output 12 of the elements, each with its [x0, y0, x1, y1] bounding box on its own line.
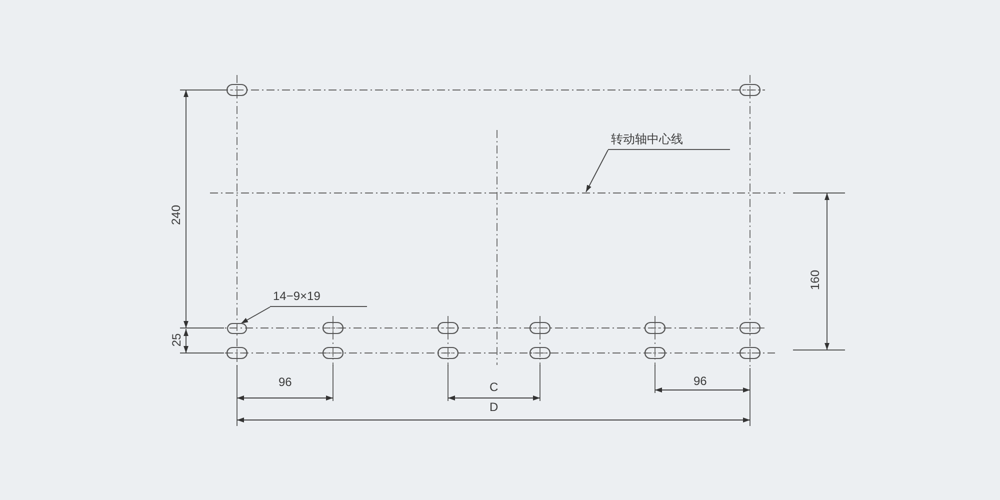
dimension-label: 96	[278, 375, 292, 389]
dimension-label: D	[490, 400, 498, 414]
dimension-label: 240	[169, 204, 184, 226]
leader-line	[586, 150, 608, 192]
dimension-label: 160	[808, 270, 822, 290]
dimension-label: 96	[694, 374, 707, 388]
leader-line	[240, 306, 270, 324]
leader-text: 转动轴中心线	[608, 132, 730, 150]
leader-text: 14−9×19	[270, 289, 367, 307]
dimension-label: C	[490, 380, 498, 394]
slot-hole	[227, 322, 247, 334]
dimension-label: 25	[169, 333, 184, 347]
